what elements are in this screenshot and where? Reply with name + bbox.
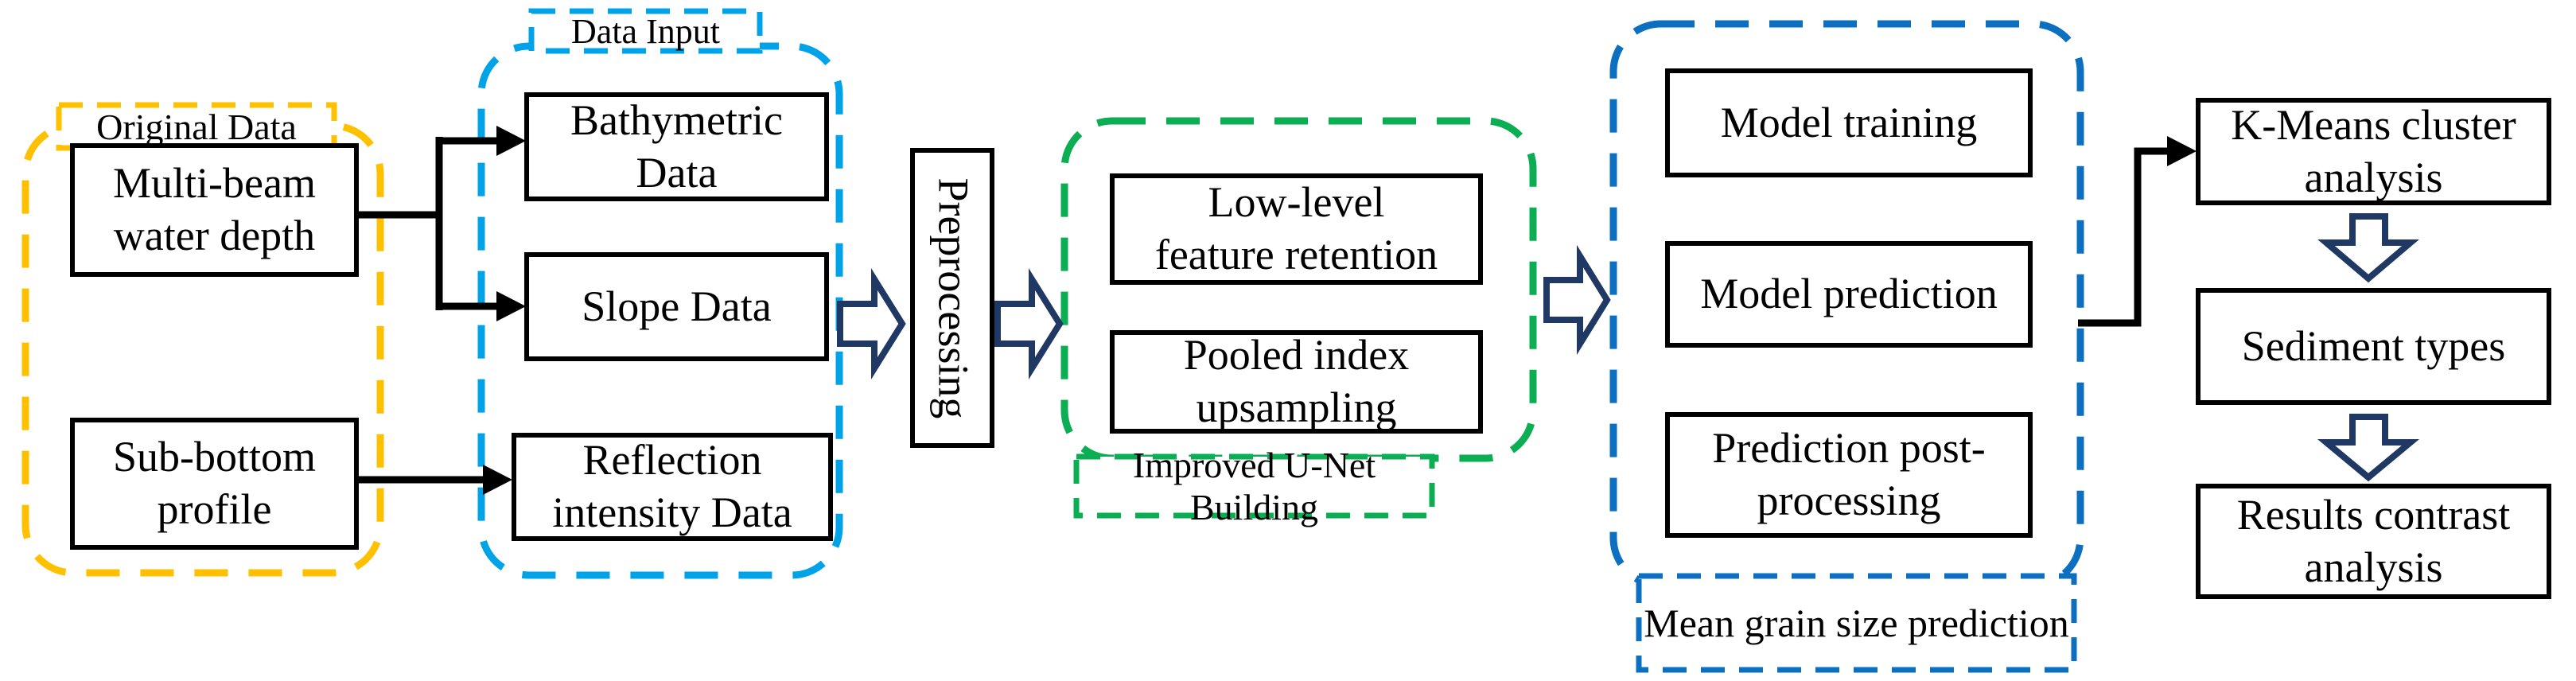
group-label-text: Mean grain size prediction xyxy=(1644,601,2069,645)
node-sediment-types: Sediment types xyxy=(2196,288,2551,405)
node-text-line: water depth xyxy=(113,212,316,259)
node-text-line: Reflection xyxy=(582,436,762,484)
arrowhead-to-reflection-icon xyxy=(483,465,512,495)
arrowhead-to-kmeans-icon xyxy=(2167,136,2197,166)
group-label-improved-unet: Improved U-Net Building xyxy=(1076,445,1432,527)
multibeam-split-connector xyxy=(359,137,496,310)
node-text-line: Bathymetric xyxy=(570,95,783,144)
node-text-vertical: Preprocessing xyxy=(928,177,977,418)
original-data-label-box xyxy=(56,102,337,151)
node-text-line: feature retention xyxy=(1154,231,1438,278)
arrowhead-to-slope-icon xyxy=(496,291,526,321)
improved-unet-label-box xyxy=(1073,453,1435,519)
node-text-line: Data xyxy=(636,148,718,197)
node-preprocessing: Preprocessing xyxy=(910,148,994,448)
node-model-training: Model training xyxy=(1665,68,2033,177)
node-prediction-post-processing: Prediction post-processing xyxy=(1665,412,2033,538)
node-slope-data: Slope Data xyxy=(524,252,829,361)
node-text-line: analysis xyxy=(2304,153,2443,201)
group-label-text: Improved U-Net Building xyxy=(1132,445,1376,527)
node-text-line: K-Means cluster xyxy=(2231,100,2516,149)
group-label-text: Original Data xyxy=(96,106,297,147)
node-text-line: Multi-beam xyxy=(113,159,316,208)
group-label-data-input: Data Input xyxy=(531,11,760,51)
node-text-line: upsampling xyxy=(1196,383,1397,431)
data-input-label-box xyxy=(528,8,763,54)
right-arrow-into-unet-icon xyxy=(994,268,1064,379)
prediction-to-kmeans-connector xyxy=(2078,147,2167,327)
right-arrow-into-grain-group-icon xyxy=(1543,244,1611,356)
mean-grain-size-group-outline xyxy=(1609,20,2084,590)
node-text-line: Results contrast xyxy=(2236,490,2511,539)
down-arrow-sediment-to-results-icon xyxy=(2317,414,2420,482)
node-text-line: profile xyxy=(157,485,272,533)
group-label-text: Data Input xyxy=(571,11,720,51)
node-text-line: Low-level xyxy=(1208,178,1385,227)
node-text-line: Slope Data xyxy=(582,282,772,330)
node-text-line: Sub-bottom xyxy=(112,433,317,481)
group-label-original-data: Original Data xyxy=(59,105,334,148)
down-arrow-kmeans-to-sediment-icon xyxy=(2317,213,2419,283)
node-text-line: intensity Data xyxy=(552,488,792,536)
node-text-line: Sediment types xyxy=(2241,321,2506,370)
right-arrow-into-preprocessing-icon xyxy=(837,268,906,379)
group-label-mean-grain-size: Mean grain size prediction xyxy=(1639,576,2074,670)
mean-grain-size-label-box xyxy=(1636,573,2077,673)
node-text-line: processing xyxy=(1757,477,1941,524)
arrowhead-to-bathymetric-icon xyxy=(496,126,526,156)
node-text-line: analysis xyxy=(2304,543,2443,591)
node-text-line: Pooled index xyxy=(1183,331,1410,379)
node-text-line: Prediction post- xyxy=(1712,424,1986,473)
node-text-line: Model prediction xyxy=(1700,270,1998,318)
node-model-prediction: Model prediction xyxy=(1665,241,2033,348)
node-text-line: Model training xyxy=(1720,98,1978,146)
